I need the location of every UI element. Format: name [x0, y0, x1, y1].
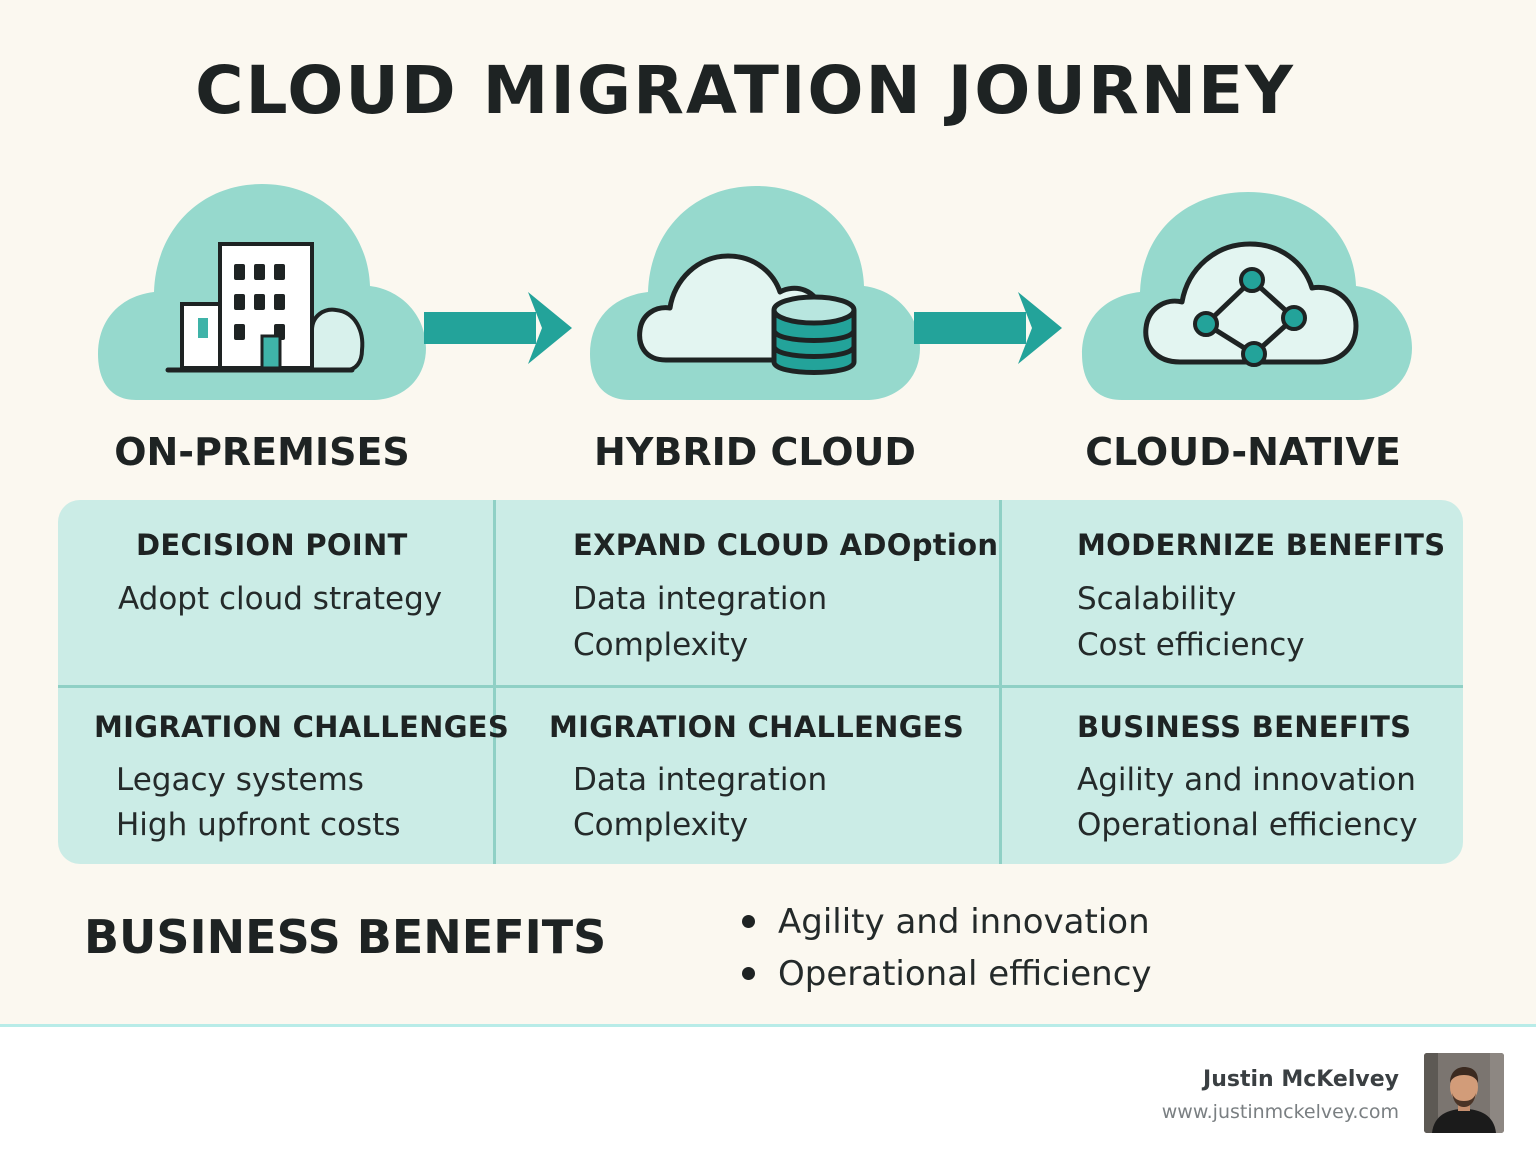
cell-decision-point: DECISION POINT Adopt cloud strategy: [136, 528, 442, 622]
cell-item: Operational efficiency: [1077, 803, 1418, 848]
cell-migration-challenges-on-premises: MIGRATION CHALLENGES Legacy systems High…: [94, 710, 509, 848]
bullet-text: Operational efficiency: [778, 954, 1152, 994]
cell-item: Data integration: [573, 758, 964, 803]
list-item: Agility and innovation: [740, 896, 1152, 948]
list-item: Operational efficiency: [740, 948, 1152, 1000]
cell-migration-challenges-hybrid: MIGRATION CHALLENGES Data integration Co…: [549, 710, 964, 848]
building-icon: [96, 182, 428, 404]
bullet-icon: [742, 915, 755, 928]
cell-business-benefits: BUSINESS BENEFITS Agility and innovation…: [1077, 710, 1418, 848]
page-title: CLOUD MIGRATION JOURNEY: [0, 52, 1490, 129]
cell-item: Adopt cloud strategy: [118, 576, 442, 622]
cell-heading: MIGRATION CHALLENGES: [94, 710, 509, 744]
cell-heading: MIGRATION CHALLENGES: [549, 710, 964, 744]
author-photo-icon: [1424, 1053, 1504, 1133]
footer: Justin McKelvey www.justinmckelvey.com: [0, 1024, 1536, 1157]
cell-item: Legacy systems: [116, 758, 509, 803]
cell-heading: MODERNIZE BENEFITS: [1077, 528, 1445, 562]
cell-item: Complexity: [573, 803, 964, 848]
cell-expand-cloud-adoption: EXPAND CLOUD ADOption Data integration C…: [573, 528, 998, 668]
bullet-icon: [742, 967, 755, 980]
cell-item: Data integration: [573, 576, 998, 622]
arrow-right-icon: [914, 292, 1064, 364]
cell-item: Agility and innovation: [1077, 758, 1418, 803]
cell-item: Scalability: [1077, 576, 1445, 622]
avatar: [1424, 1053, 1504, 1133]
cloud-database-icon: [588, 184, 922, 404]
cloud-network-icon: [1080, 190, 1414, 404]
cell-heading: DECISION POINT: [136, 528, 442, 562]
arrow-right-icon: [424, 292, 574, 364]
cell-item: High upfront costs: [116, 803, 509, 848]
cell-heading: BUSINESS BENEFITS: [1077, 710, 1418, 744]
grid-divider: [999, 500, 1002, 864]
cell-item: Complexity: [573, 622, 998, 668]
business-benefits-list: Agility and innovation Operational effic…: [740, 896, 1152, 1000]
cell-item: Cost efficiency: [1077, 622, 1445, 668]
bullet-text: Agility and innovation: [778, 902, 1150, 942]
grid-divider: [58, 685, 1463, 688]
stage-label-hybrid-cloud: HYBRID CLOUD: [590, 430, 920, 474]
author-name: Justin McKelvey: [1203, 1067, 1399, 1092]
stage-label-on-premises: ON-PREMISES: [112, 430, 412, 474]
stage-label-cloud-native: CLOUD-NATIVE: [1080, 430, 1406, 474]
cell-heading: EXPAND CLOUD ADOption: [573, 528, 998, 562]
author-website[interactable]: www.justinmckelvey.com: [1162, 1101, 1399, 1123]
business-benefits-title: BUSINESS BENEFITS: [84, 910, 606, 964]
cell-modernize-benefits: MODERNIZE BENEFITS Scalability Cost effi…: [1077, 528, 1445, 668]
migration-details-grid: DECISION POINT Adopt cloud strategy EXPA…: [58, 500, 1463, 864]
